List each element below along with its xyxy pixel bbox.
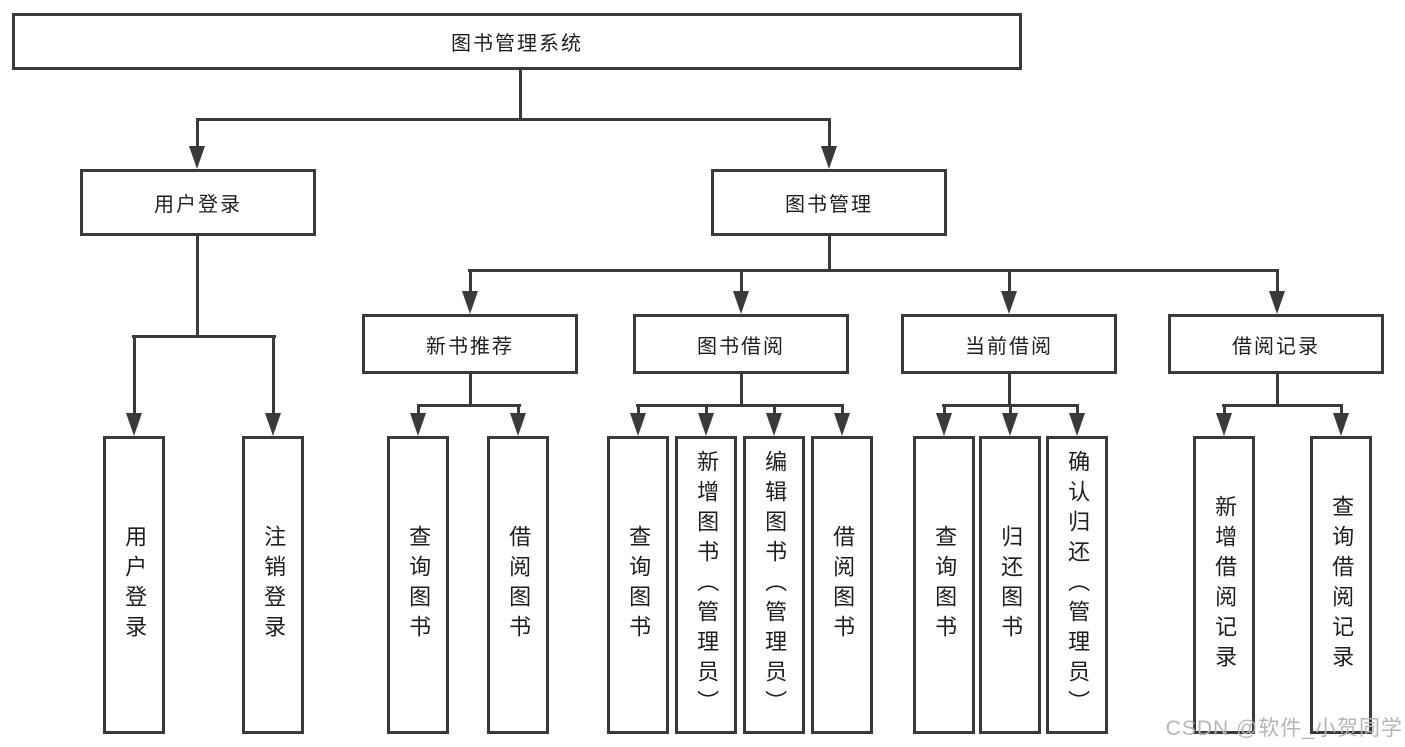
node-label: 图书管理系统 bbox=[451, 33, 583, 55]
leaf-query-books-borrow: 查询图书 bbox=[607, 436, 669, 734]
node-label: 图书借阅 bbox=[697, 335, 785, 358]
connector-line bbox=[416, 404, 420, 415]
connector-line bbox=[516, 404, 520, 415]
connector-line bbox=[468, 374, 472, 407]
leaf-edit-books-admin: 编辑图书（管理员） bbox=[743, 436, 805, 734]
node-book-management: 图书管理 bbox=[711, 169, 947, 236]
node-label: 新书推荐 bbox=[426, 335, 514, 358]
arrowhead-icon bbox=[936, 413, 952, 436]
node-label: 编辑图书（管理员） bbox=[762, 450, 788, 720]
arrowhead-icon bbox=[766, 413, 782, 436]
node-label: 查询图书 bbox=[932, 525, 958, 645]
connector-line bbox=[518, 70, 522, 121]
connector-line bbox=[468, 269, 472, 293]
node-book-borrow: 图书借阅 bbox=[633, 314, 849, 374]
node-label: 注销登录 bbox=[261, 525, 287, 645]
connector-line bbox=[827, 236, 831, 272]
node-label: 借阅记录 bbox=[1232, 335, 1320, 358]
node-label: 借阅图书 bbox=[506, 525, 532, 645]
leaf-borrow-books-borrow: 借阅图书 bbox=[811, 436, 873, 734]
leaf-add-books-admin: 新增图书（管理员） bbox=[675, 436, 737, 734]
connector-line bbox=[1275, 269, 1279, 293]
connector-line bbox=[840, 404, 844, 415]
arrowhead-icon bbox=[1216, 413, 1232, 436]
node-label: 确认归还（管理员） bbox=[1065, 450, 1091, 720]
connector-line bbox=[1339, 404, 1343, 415]
node-label: 用户登录 bbox=[122, 525, 148, 645]
arrowhead-icon bbox=[1001, 291, 1017, 314]
node-label: 新增借阅记录 bbox=[1212, 495, 1238, 675]
node-library-system: 图书管理系统 bbox=[12, 13, 1022, 70]
arrowhead-icon bbox=[1333, 413, 1349, 436]
node-label: 用户登录 bbox=[154, 194, 242, 216]
node-borrow-records: 借阅记录 bbox=[1168, 314, 1384, 374]
connector-line bbox=[1222, 404, 1343, 407]
connector-line bbox=[195, 118, 199, 148]
arrowhead-icon bbox=[265, 413, 281, 436]
connector-line bbox=[636, 404, 640, 415]
node-label: 查询图书 bbox=[406, 525, 432, 645]
arrowhead-icon bbox=[1269, 291, 1285, 314]
arrowhead-icon bbox=[630, 413, 646, 436]
leaf-query-borrow-record: 查询借阅记录 bbox=[1310, 436, 1372, 734]
node-label: 归还图书 bbox=[998, 525, 1024, 645]
connector-line bbox=[1008, 404, 1012, 415]
connector-line bbox=[468, 269, 1279, 272]
node-label: 当前借阅 bbox=[965, 335, 1053, 358]
connector-line bbox=[1075, 404, 1079, 415]
arrowhead-icon bbox=[1002, 413, 1018, 436]
connector-line bbox=[1222, 404, 1226, 415]
connector-line bbox=[195, 236, 199, 338]
leaf-query-books-current: 查询图书 bbox=[913, 436, 975, 734]
leaf-add-borrow-record: 新增借阅记录 bbox=[1193, 436, 1255, 734]
leaf-return-books: 归还图书 bbox=[979, 436, 1041, 734]
arrowhead-icon bbox=[698, 413, 714, 436]
arrowhead-icon bbox=[126, 413, 142, 436]
node-label: 借阅图书 bbox=[830, 525, 856, 645]
connector-line bbox=[739, 374, 743, 407]
connector-line bbox=[132, 335, 276, 338]
node-new-book-recommend: 新书推荐 bbox=[362, 314, 578, 374]
arrowhead-icon bbox=[410, 413, 426, 436]
arrowhead-icon bbox=[733, 291, 749, 314]
node-label: 查询图书 bbox=[626, 525, 652, 645]
arrowhead-icon bbox=[1069, 413, 1085, 436]
connector-line bbox=[417, 404, 521, 407]
node-label: 查询借阅记录 bbox=[1329, 495, 1355, 675]
leaf-user-login: 用户登录 bbox=[103, 436, 165, 734]
arrowhead-icon bbox=[510, 413, 526, 436]
leaf-confirm-return-admin: 确认归还（管理员） bbox=[1046, 436, 1108, 734]
arrowhead-icon bbox=[189, 146, 205, 169]
arrowhead-icon bbox=[821, 146, 837, 169]
connector-line bbox=[271, 335, 275, 415]
leaf-borrow-books-recommend: 借阅图书 bbox=[487, 436, 549, 734]
connector-line bbox=[942, 404, 946, 415]
leaf-logout: 注销登录 bbox=[242, 436, 304, 734]
watermark: CSDN @软件_小贺同学 bbox=[1165, 717, 1403, 740]
node-label: 新增图书（管理员） bbox=[694, 450, 720, 720]
connector-line bbox=[772, 404, 776, 415]
arrowhead-icon bbox=[462, 291, 478, 314]
arrowhead-icon bbox=[834, 413, 850, 436]
connector-line bbox=[132, 335, 136, 415]
node-current-borrow: 当前借阅 bbox=[901, 314, 1117, 374]
connector-line bbox=[1007, 374, 1011, 407]
node-label: 图书管理 bbox=[785, 194, 873, 216]
node-user-login: 用户登录 bbox=[80, 169, 316, 236]
connector-line bbox=[196, 118, 831, 121]
connector-line bbox=[827, 118, 831, 148]
leaf-query-books-recommend: 查询图书 bbox=[387, 436, 449, 734]
connector-line bbox=[1275, 374, 1279, 407]
connector-line bbox=[704, 404, 708, 415]
connector-line bbox=[1007, 269, 1011, 293]
connector-line bbox=[636, 404, 844, 407]
connector-line bbox=[739, 269, 743, 293]
